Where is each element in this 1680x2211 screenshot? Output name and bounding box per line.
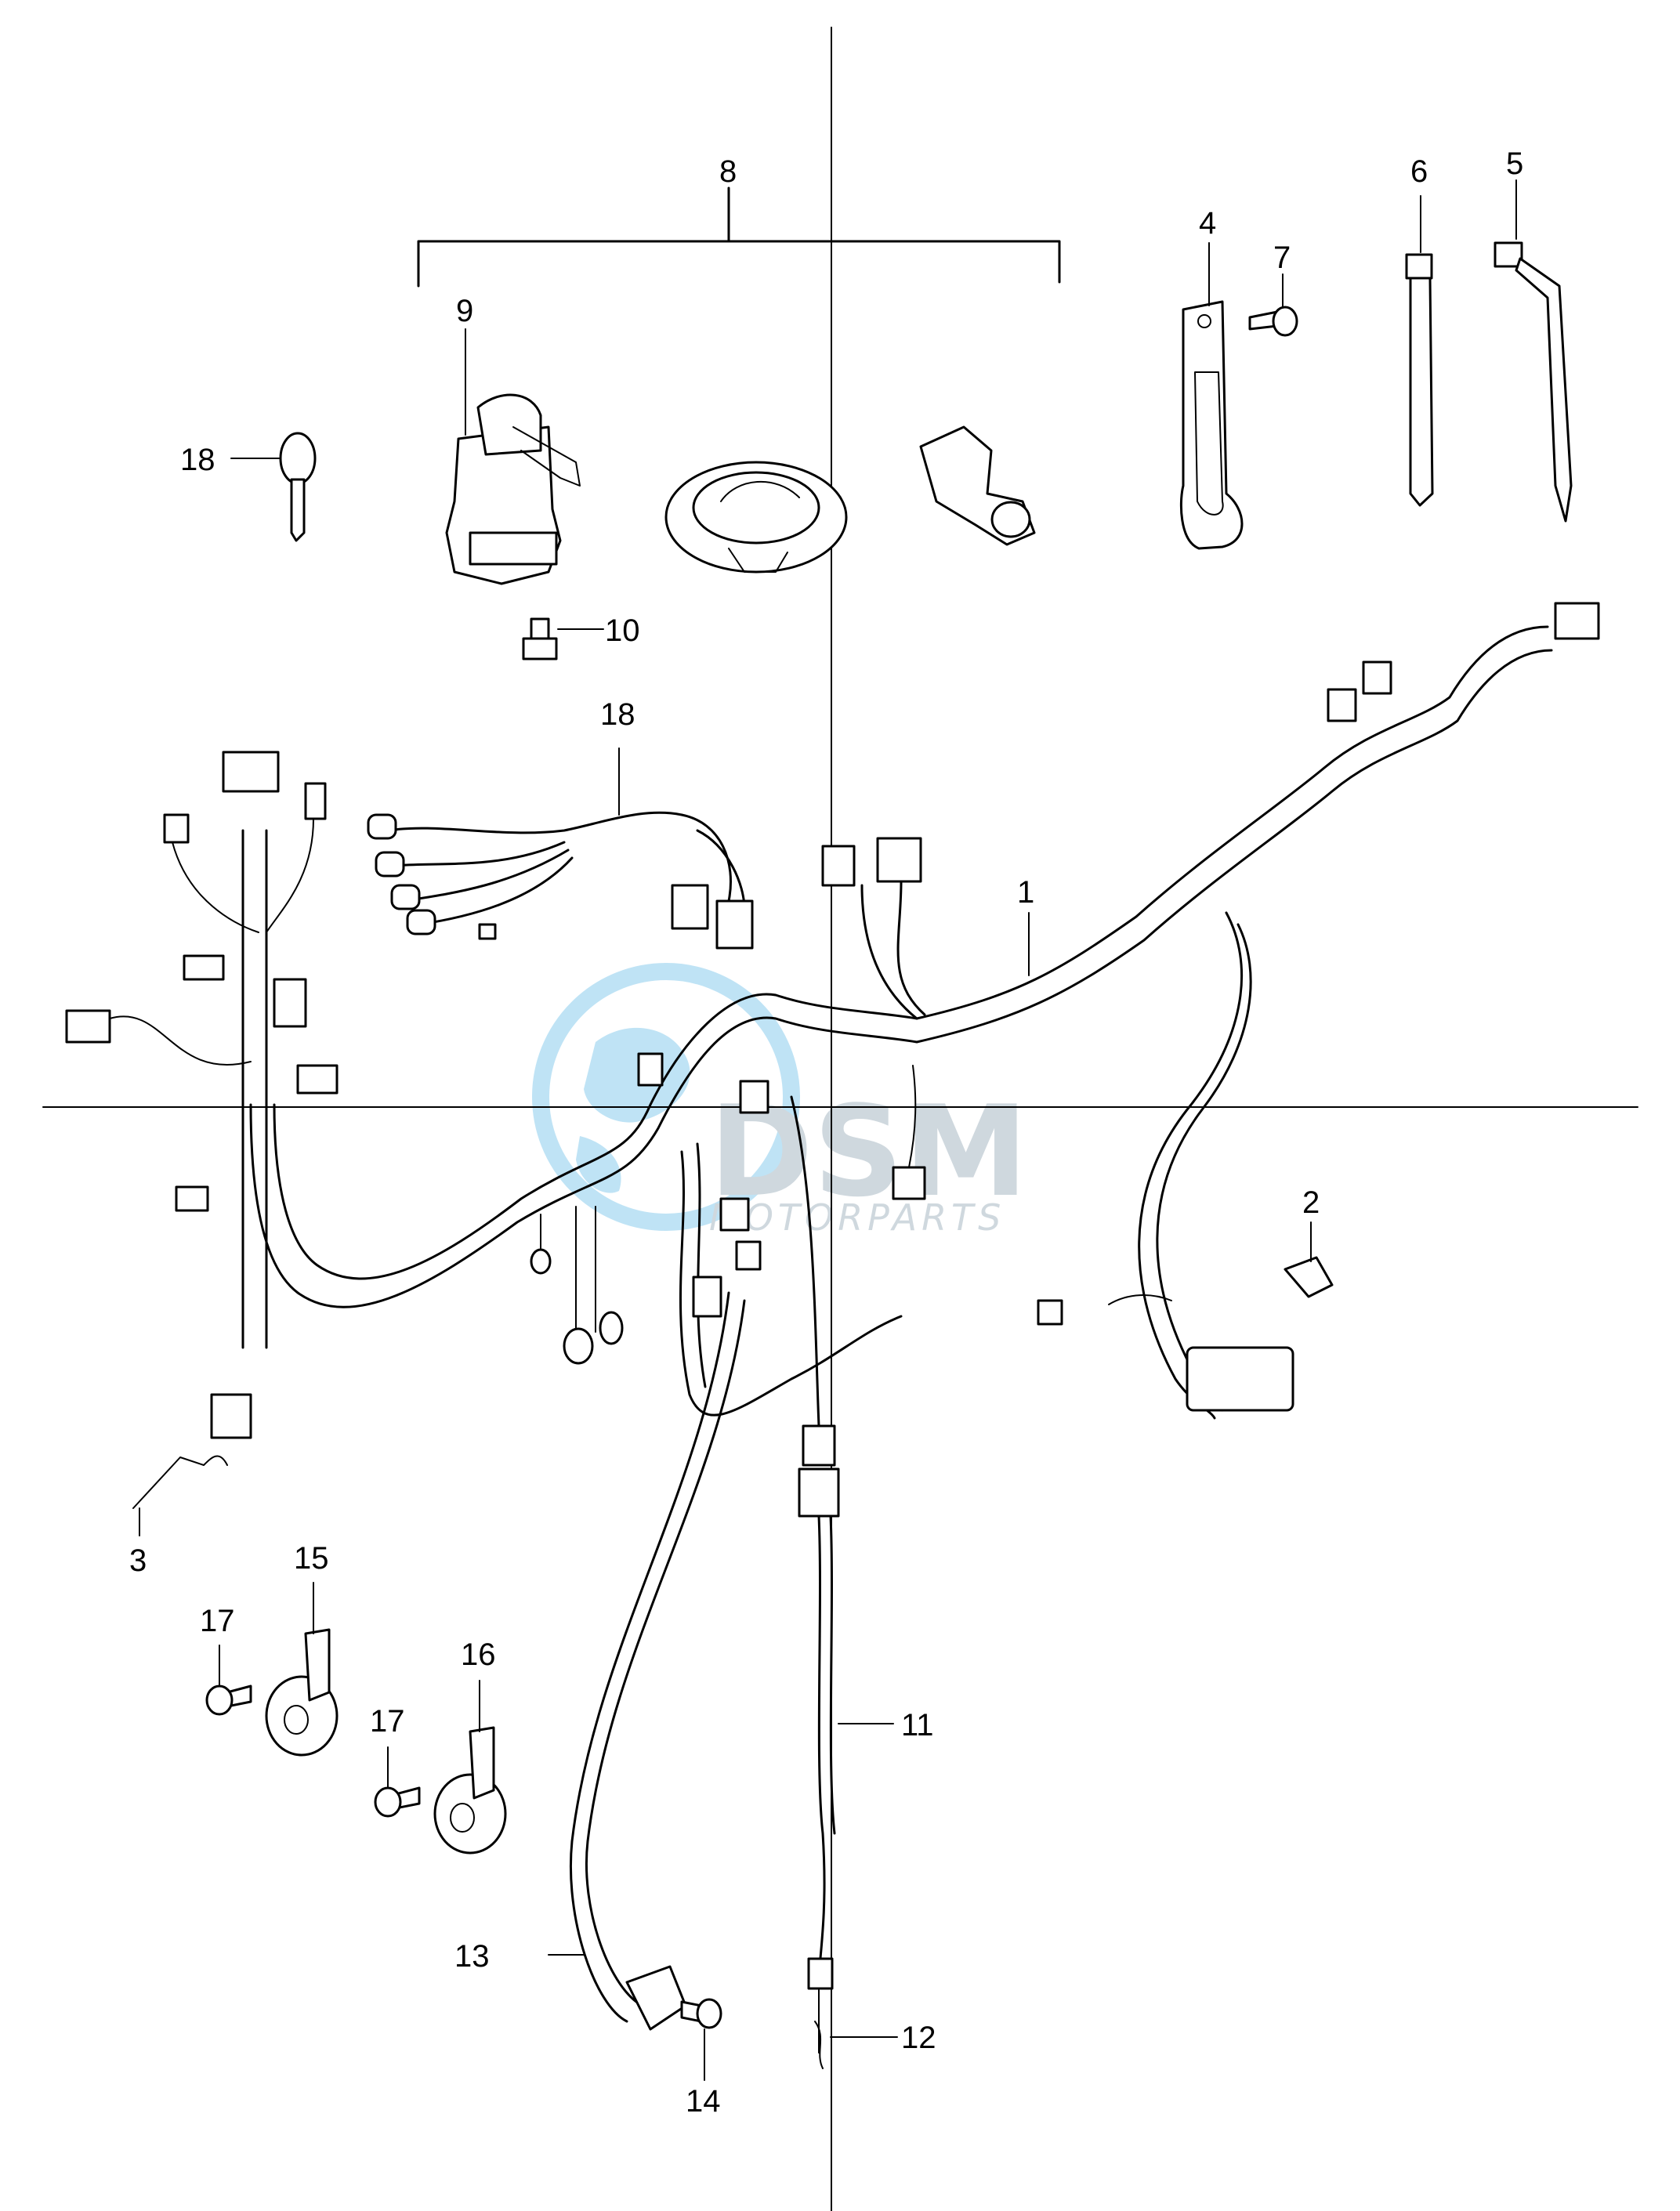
callout-18-a: 18	[180, 443, 215, 477]
watermark-subtitle: MOTORPARTS	[709, 1196, 1005, 1239]
ignition-switch	[445, 328, 581, 585]
key-18	[230, 432, 317, 542]
callout-7: 7	[1273, 241, 1291, 275]
clamp-3	[132, 1455, 228, 1536]
callout-16: 16	[461, 1637, 496, 1672]
callout-9: 9	[456, 294, 473, 328]
callout-17-b: 17	[370, 1704, 405, 1739]
bracket-4	[1179, 242, 1244, 550]
group-8-bracket	[417, 240, 1061, 288]
sub-harness-18	[367, 747, 754, 950]
screw-14	[680, 1998, 722, 2081]
callout-10: 10	[605, 613, 640, 648]
watermark: DSM MOTORPARTS	[532, 963, 1028, 1239]
clip-12	[814, 1989, 898, 2069]
callout-3: 3	[129, 1543, 147, 1578]
main-harness	[65, 602, 1600, 1439]
cable-tie-6	[1405, 195, 1434, 507]
callout-labels: 1 2 3 4 5 6 7 8 9 10 11 12 13 14 15 16 1…	[129, 147, 1523, 2119]
screw-7	[1248, 273, 1298, 337]
lead-13	[548, 1291, 746, 2031]
callout-8: 8	[719, 154, 737, 189]
callout-13: 13	[454, 1939, 490, 1974]
callout-2: 2	[1302, 1185, 1320, 1220]
callout-17-a: 17	[200, 1604, 235, 1638]
callout-15: 15	[294, 1541, 329, 1576]
callout-11: 11	[901, 1708, 934, 1742]
callout-5: 5	[1506, 147, 1523, 181]
bolt-10	[522, 617, 604, 660]
horn-16	[433, 1680, 507, 1855]
callout-4: 4	[1199, 206, 1216, 241]
cable-tie-5	[1494, 179, 1573, 523]
lead-11	[790, 1095, 894, 1990]
seat-lock	[919, 425, 1036, 546]
callout-6: 6	[1410, 154, 1428, 189]
screw-17-a	[205, 1645, 252, 1716]
callout-14: 14	[686, 2084, 721, 2119]
callout-12: 12	[901, 2021, 936, 2055]
horn-15	[265, 1582, 339, 1757]
screw-17-b	[374, 1746, 421, 1818]
fuel-cap	[664, 461, 848, 574]
callout-18-b: 18	[600, 697, 635, 732]
callout-1: 1	[1017, 875, 1034, 910]
